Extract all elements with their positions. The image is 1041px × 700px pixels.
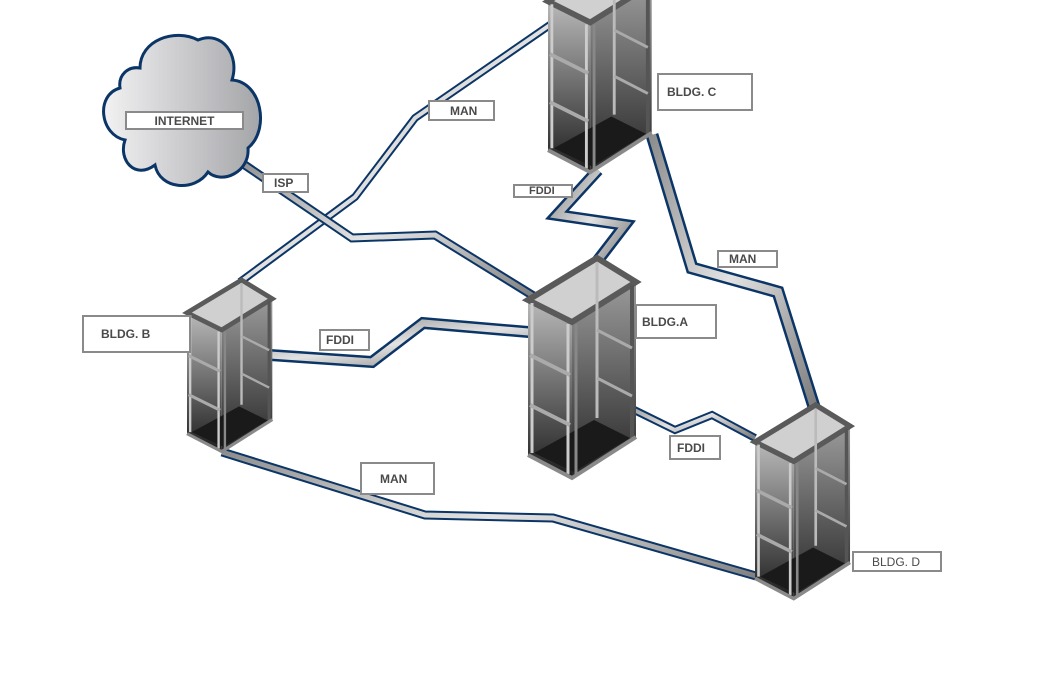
server-rack-bldg-b <box>187 280 272 452</box>
label-man-c-d: MAN <box>717 250 778 268</box>
label-bldg-d: BLDG. D <box>852 551 942 572</box>
label-man-b-d: MAN <box>360 462 435 495</box>
label-man-c-b: MAN <box>428 100 495 121</box>
server-rack-bldg-d <box>755 405 850 599</box>
label-bldg-c: BLDG. C <box>657 73 753 111</box>
label-bldg-b: BLDG. B <box>82 315 191 353</box>
link-man-c-b <box>237 14 563 286</box>
label-isp: ISP <box>262 173 309 193</box>
link-man-b-d <box>220 447 772 585</box>
link-man-c-d <box>645 133 822 412</box>
server-rack-bldg-a <box>528 258 636 478</box>
link-isp <box>230 153 543 304</box>
label-fddi-c-a: FDDI <box>513 184 573 198</box>
link-fddi-b-a <box>269 316 541 369</box>
label-fddi-a-d: FDDI <box>669 435 721 460</box>
server-rack-bldg-c <box>548 0 652 172</box>
link-fddi-c-a <box>544 165 636 272</box>
internet-cloud-icon <box>102 33 262 187</box>
link-fddi-a-d <box>618 399 757 442</box>
label-internet: INTERNET <box>125 111 244 130</box>
label-bldg-a: BLDG.A <box>635 304 717 339</box>
label-fddi-b-a: FDDI <box>319 329 370 351</box>
